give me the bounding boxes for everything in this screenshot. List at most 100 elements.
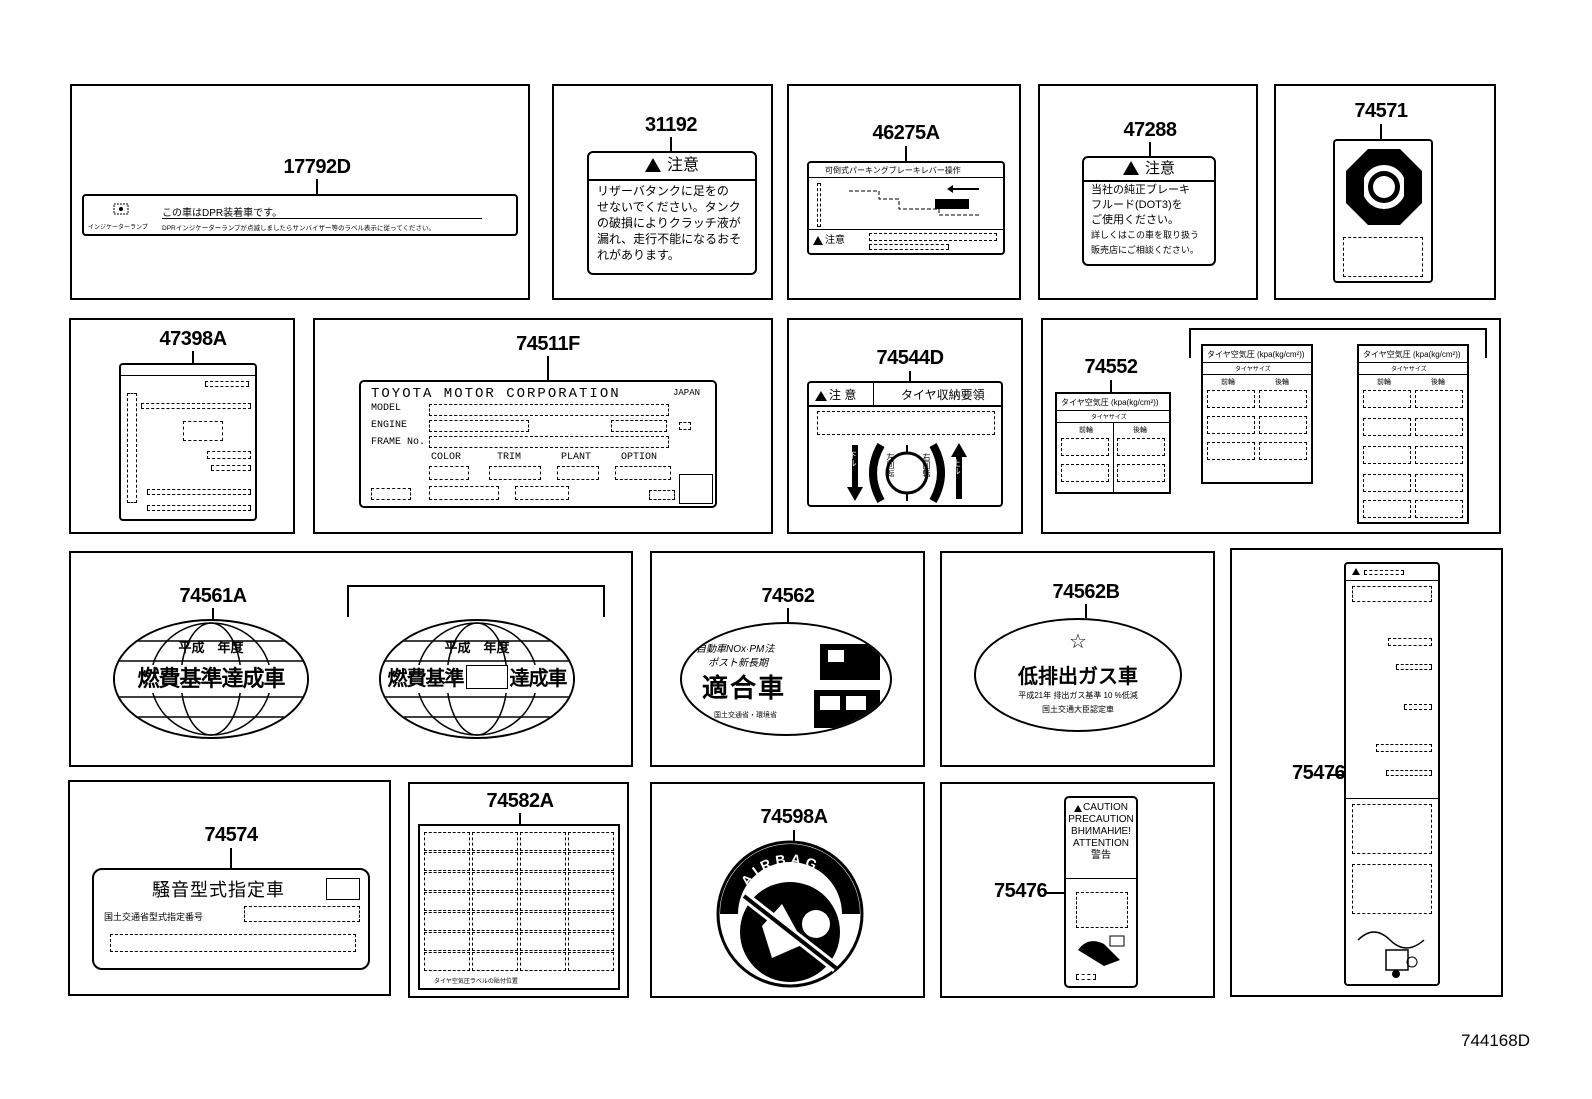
fuel-standard-badge-a: 平成 年度 燃費基準達成車 (113, 619, 309, 739)
warning-triangle-icon (644, 158, 661, 172)
leader-line (316, 179, 318, 194)
blank-box (326, 878, 360, 900)
approval-number-field (244, 906, 360, 922)
part-number: 74552 (1084, 356, 1138, 378)
fuel-standard-badge-b: 平成 年度 燃費基準達成車 (379, 619, 575, 739)
company-name: TOYOTA MOTOR CORPORATION (371, 386, 621, 402)
leader-line (1110, 380, 1112, 392)
parking-brake-footer: 注意 (813, 231, 845, 246)
engine-field-2 (611, 420, 667, 432)
tire-size: タイヤサイズ (1391, 367, 1427, 373)
panel-75476: 75476 CAUTION PRECAUTION ВНИМАНИЕ! ATTEN… (940, 782, 1215, 998)
grid-cell (472, 952, 518, 971)
noise-type-text: 騒音型式指定車 (152, 880, 285, 900)
divider (809, 229, 1003, 230)
tire-pressure-table-label: タイヤ空気圧ラベルの貼付位置 (418, 824, 620, 990)
leader-line (1085, 604, 1087, 618)
text-placeholder (183, 421, 223, 441)
part-number: 75476A (1292, 762, 1360, 784)
blank-box (465, 665, 508, 689)
emission-line-2: ポスト新長期 (708, 658, 768, 669)
grid-cell (424, 832, 470, 851)
brake-warning-label (1333, 139, 1433, 283)
warning-triangle-icon (815, 391, 827, 401)
fuel-standard-row: 燃費基準達成車 (381, 665, 573, 693)
option-field (615, 466, 671, 480)
grid-cell (424, 872, 470, 891)
tire-rotation-diagram (847, 443, 967, 503)
caution-line: 警告 (1091, 850, 1111, 861)
cell (1061, 464, 1109, 482)
panel-75476a: 75476A (1230, 548, 1503, 997)
engine-caption: ENGINE (371, 420, 408, 431)
divider (1066, 878, 1136, 879)
low-emission-text: 低排出ガス車 (1018, 666, 1138, 688)
text-placeholder (147, 489, 251, 495)
caution-text: 当社の純正ブレーキ フルード(DOT3)を ご使用ください。 詳しくはこの車を取… (1091, 184, 1200, 255)
cell (1207, 442, 1255, 460)
caution-line: ВНИМАНИЕ! (1071, 826, 1131, 837)
tire-pressure-label-a: タイヤ空気圧 (kpa(kg/cm²)) タイヤサイズ 前輪 後輪 (1055, 392, 1171, 494)
leader-line (1330, 774, 1344, 776)
panel-31192: 31192 注意 リザーバタンクに足をの せないでください。タンク の破損により… (552, 84, 773, 300)
cell (1259, 390, 1307, 408)
color-caption: COLOR (431, 452, 462, 463)
divider (121, 375, 255, 376)
front-caption: 前輪 (1221, 379, 1235, 386)
grid-cell (568, 832, 614, 851)
brake-warning-icon (1346, 149, 1422, 225)
leader-line (1149, 142, 1151, 156)
grid-cell (424, 952, 470, 971)
tall-instruction-label (1344, 562, 1440, 986)
low-emission-line-1: 平成21年 排出ガス基準 10 %低減 (1018, 691, 1138, 700)
sheet-label (119, 363, 257, 521)
grid-cell (520, 952, 566, 971)
divider (1359, 362, 1467, 363)
part-number: 74598A (760, 806, 828, 828)
header-divider (873, 383, 874, 405)
vehicle-id-plate: TOYOTA MOTOR CORPORATION JAPAN MODEL ENG… (359, 380, 717, 508)
leader-line (670, 137, 672, 151)
reservoir-caution-label: 注意 リザーバタンクに足をの せないでください。タンク の破損によりクラッチ液が… (587, 151, 757, 275)
caution-line: PRECAUTION (1068, 814, 1134, 825)
diagram-code: 744168D (1460, 1031, 1530, 1050)
caution-header: 注意 (1084, 158, 1214, 182)
divider (1359, 374, 1467, 375)
cell (1363, 474, 1411, 492)
part-number: 74561A (179, 585, 247, 607)
text-placeholder (1352, 586, 1432, 602)
low-emission-line-2: 国土交通大臣認定車 (1042, 705, 1114, 714)
grid-cell (520, 872, 566, 891)
plant-caption: PLANT (561, 452, 592, 463)
text-placeholder (1343, 237, 1423, 277)
grid-cell (520, 852, 566, 871)
icon-caption: インジケーターランプ (88, 225, 148, 231)
leader-line (547, 356, 549, 380)
serial-field (371, 488, 411, 500)
star-icon: ☆ (1069, 631, 1087, 653)
leader-line (212, 608, 214, 620)
parking-brake-header: 可倒式パーキングブレーキレバー操作 (825, 166, 961, 175)
caution-line: ATTENTION (1073, 838, 1129, 849)
low-emission-badge: ☆ 低排出ガス車 平成21年 排出ガス基準 10 %低減 国土交通大臣認定車 (974, 618, 1182, 732)
part-number: 47398A (159, 328, 227, 350)
dpr-line-2: DPRインジケーターランプが点滅しましたらサンバイザー等のラベル表示に従ってくだ… (162, 225, 436, 232)
text-placeholder (205, 381, 249, 387)
warning-triangle-icon (1074, 805, 1082, 812)
text-placeholder (869, 244, 949, 250)
group-bracket (1189, 328, 1487, 358)
warning-triangle-icon (1352, 568, 1360, 575)
cell (1363, 446, 1411, 464)
small-box (679, 422, 691, 430)
cell (1363, 418, 1411, 436)
model-caption: MODEL (371, 403, 402, 414)
tire-pressure-label-c: タイヤ空気圧 (kpa(kg/cm²)) タイヤサイズ 前輪 後輪 (1357, 344, 1469, 524)
corner-box (679, 474, 713, 504)
frame-field (429, 436, 669, 448)
panel-46275a: 46275A 可倒式パーキングブレーキレバー操作 注意 (787, 84, 1021, 300)
leader-line (1380, 124, 1382, 139)
group-bracket (347, 585, 605, 617)
noise-type-label: 騒音型式指定車 国土交通省型式指定番号 (92, 868, 370, 970)
warning-triangle-icon (813, 236, 823, 245)
grid-cell (424, 892, 470, 911)
